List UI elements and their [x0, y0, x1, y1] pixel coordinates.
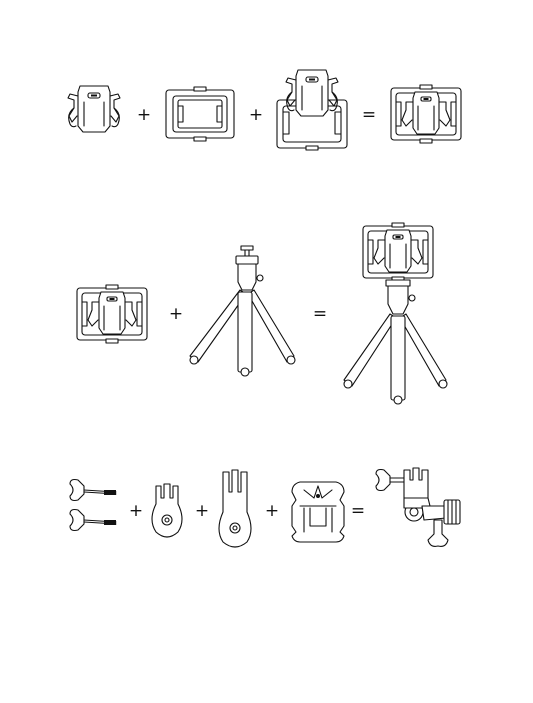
clip-in-open-frame-icon: [277, 70, 347, 150]
frame-on-tripod-icon: [344, 223, 447, 404]
clip-icon: [68, 86, 120, 132]
tripod-icon: [190, 246, 295, 376]
operator-plus: +: [169, 304, 183, 324]
operator-equals: =: [313, 304, 327, 324]
buckle-mount-icon: [292, 482, 344, 542]
row-tripod-assembly: + =: [77, 223, 447, 404]
operator-plus: +: [137, 105, 151, 125]
frame-icon: [166, 87, 234, 141]
row-frame-assembly: + + =: [68, 70, 461, 150]
operator-plus: +: [195, 501, 209, 521]
operator-plus: +: [265, 501, 279, 521]
thumb-screw-pair-icon: [70, 480, 116, 531]
operator-equals: =: [362, 105, 376, 125]
pivot-arm-long-icon: [219, 470, 251, 547]
clip-frame-assembly-icon: [77, 285, 147, 343]
operator-plus: +: [249, 105, 263, 125]
clip-frame-assembly-icon: [391, 85, 461, 143]
operator-equals: =: [351, 501, 365, 521]
operator-plus: +: [129, 501, 143, 521]
pivot-arm-short-icon: [152, 484, 182, 537]
assembled-pivot-arm-icon: [376, 468, 460, 546]
row-pivot-arm-assembly: + + + =: [70, 468, 460, 547]
